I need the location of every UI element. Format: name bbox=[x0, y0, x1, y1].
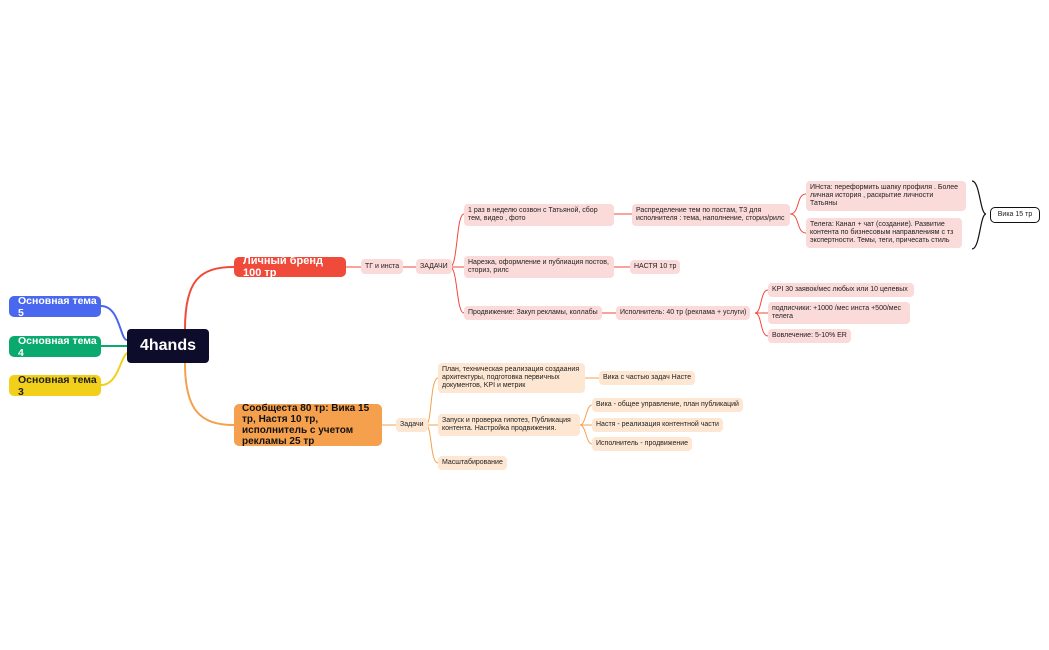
main-topic-4[interactable]: Основная тема 4 bbox=[9, 335, 101, 359]
engagement-node[interactable]: Вовлечение: 5-10% ER bbox=[768, 329, 851, 343]
channel-node[interactable]: ТГ и инста bbox=[361, 259, 404, 274]
topic-distribution-node[interactable]: Распределение тем по постам, ТЗ для испо… bbox=[632, 204, 790, 226]
community-tasks-node[interactable]: Задачи bbox=[396, 418, 428, 432]
task-editing-node[interactable]: Нарезка, оформление и публиация постов, … bbox=[464, 256, 614, 278]
plan-owner-node[interactable]: Вика с частью задач Насте bbox=[599, 371, 696, 385]
telega-node[interactable]: Телега: Канал + чат (создание). Развитие… bbox=[806, 218, 962, 248]
task-weekly-call-node[interactable]: 1 раз в неделю созвон с Татьяной, сбор т… bbox=[464, 204, 614, 226]
nastya-node[interactable]: НАСТЯ 10 тр bbox=[630, 260, 681, 274]
task-promotion-node[interactable]: Продвижение: Закуп рекламы, коллабы bbox=[464, 306, 602, 320]
main-topic-5[interactable]: Основная тема 5 bbox=[9, 295, 101, 319]
community-node[interactable]: Сообщеста 80 тр: Вика 15 тр, Настя 10 тр… bbox=[234, 403, 382, 447]
insta-node[interactable]: ИНста: переформить шапку профиля . Более… bbox=[806, 181, 966, 211]
brand-node[interactable]: Личный бренд 100 тр bbox=[234, 255, 346, 279]
brand-tasks-node[interactable]: ЗАДАЧИ bbox=[416, 259, 452, 274]
executor-node[interactable]: Исполнитель: 40 тр (реклама + услуги) bbox=[616, 306, 751, 320]
subscribers-node[interactable]: подписчики: +1000 /мес инста +500/мес те… bbox=[768, 302, 910, 324]
plan-node[interactable]: План, техническая реализация создаания а… bbox=[438, 363, 585, 393]
main-topic-3[interactable]: Основная тема 3 bbox=[9, 374, 101, 398]
executor-role-node[interactable]: Исполнитель - продвижение bbox=[592, 437, 693, 451]
nastya-role-node[interactable]: Настя - реализация контентной части bbox=[592, 418, 723, 432]
launch-node[interactable]: Запуск и проверка гипотез, Публикация ко… bbox=[438, 414, 580, 436]
root-node[interactable]: 4hands bbox=[127, 329, 209, 363]
scaling-node[interactable]: Масштабирование bbox=[438, 456, 507, 470]
kpi-node[interactable]: KPI 30 заявок/мес любых или 10 целевых bbox=[768, 283, 914, 297]
vika-role-node[interactable]: Вика - общее управление, план публикаций bbox=[592, 398, 743, 412]
summary-node[interactable]: Вика 15 тр bbox=[990, 207, 1040, 223]
